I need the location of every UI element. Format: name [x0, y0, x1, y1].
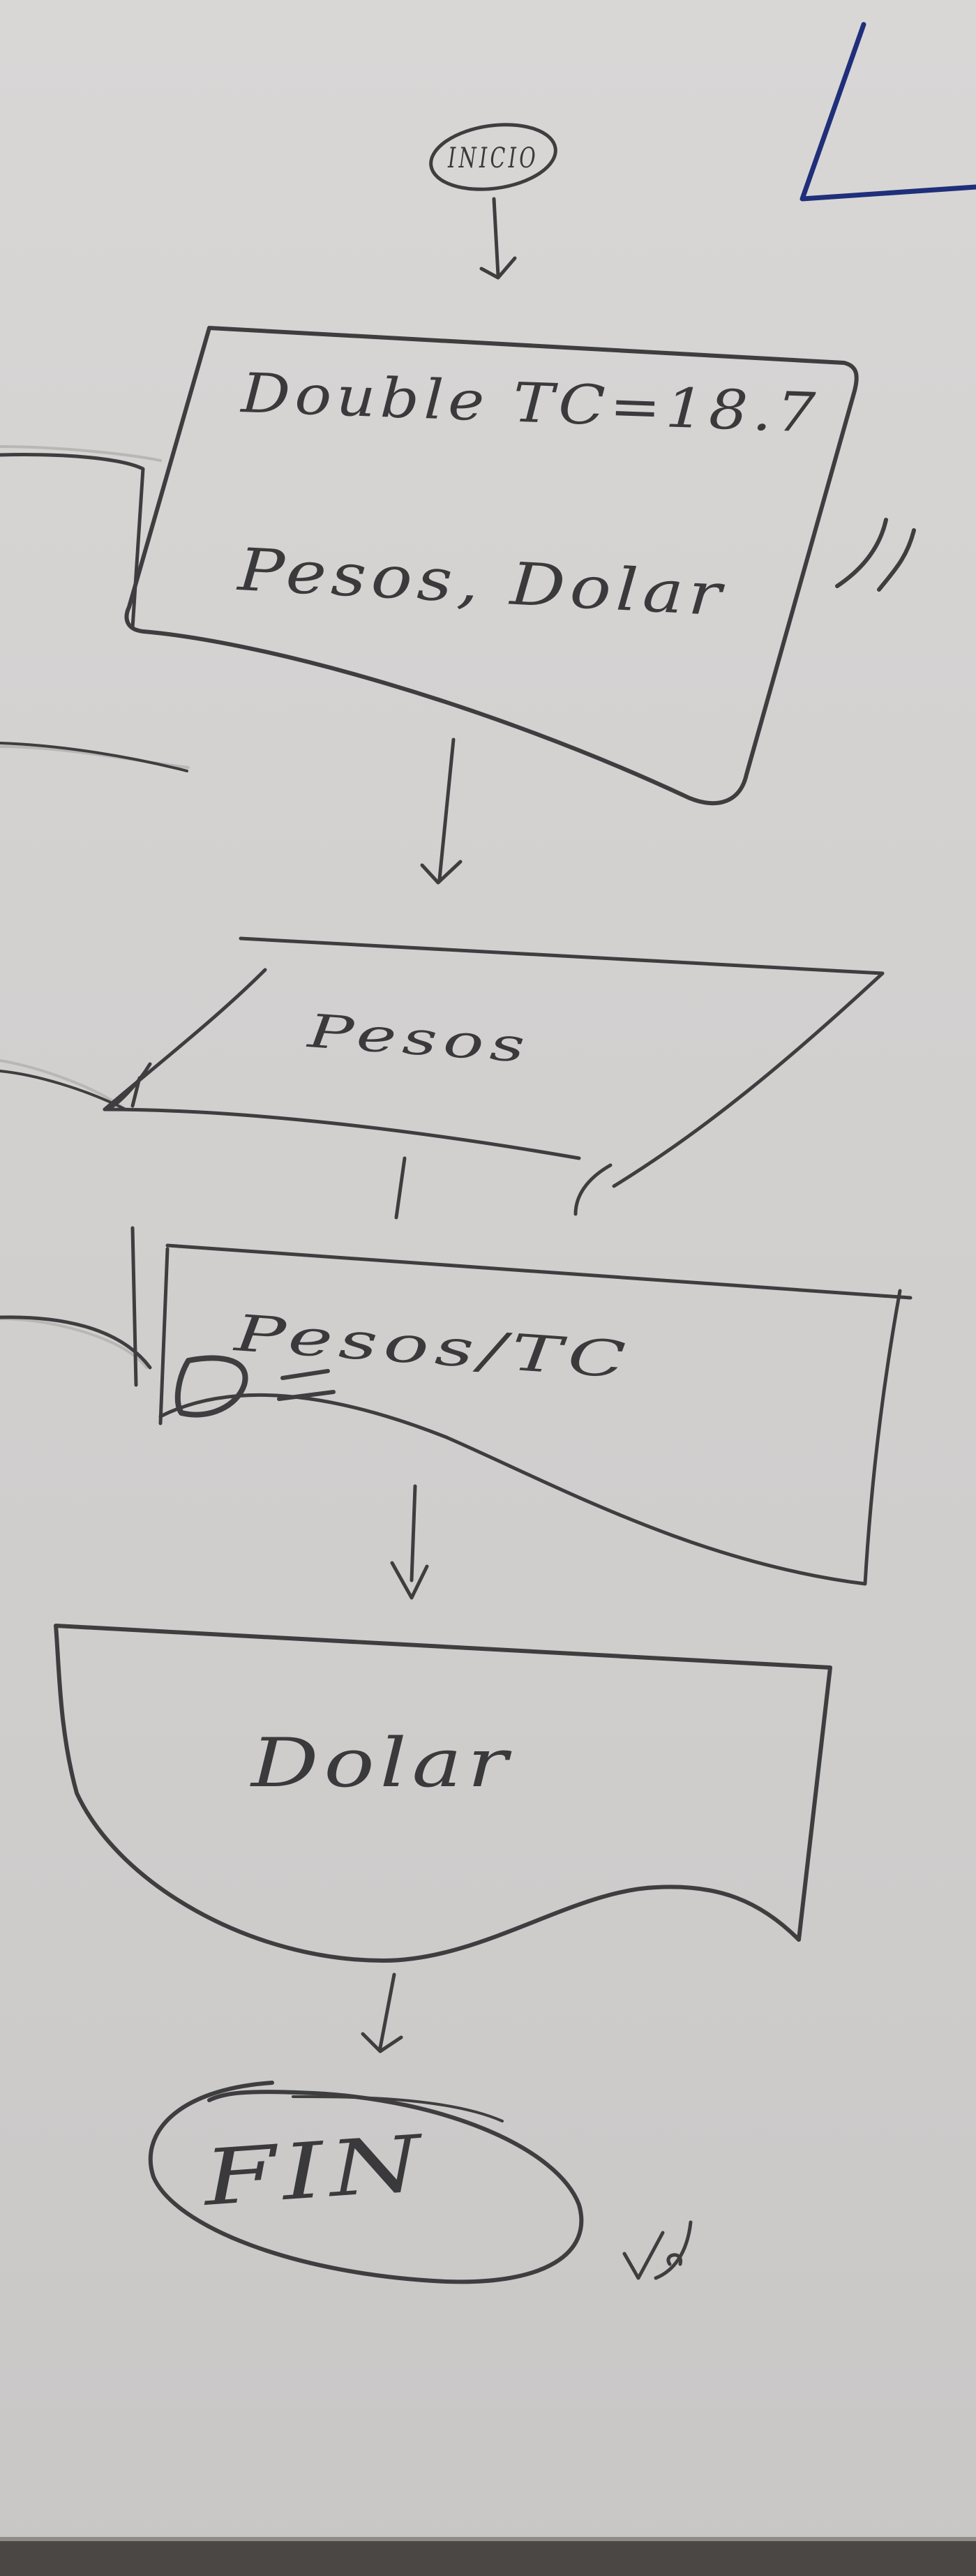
declaration-box: Double TC=18.7 Pesos, Dolar — [124, 326, 859, 806]
side-mark — [835, 518, 916, 592]
start-terminal: INICIO — [429, 123, 557, 191]
declaration-line-2: Pesos, Dolar — [235, 535, 728, 629]
end-terminal: FIN — [148, 2081, 584, 2284]
blue-corner-mark — [799, 22, 976, 202]
flow-arrow-3 — [394, 1156, 407, 1220]
flow-arrow-5 — [361, 1972, 403, 2053]
flow-arrow-4 — [390, 1484, 429, 1600]
check-mark — [622, 2220, 693, 2280]
flow-arrow-1 — [479, 197, 517, 280]
output-box: Dolar — [54, 1624, 832, 1963]
paper-bleed-lines — [0, 445, 190, 1369]
start-label: INICIO — [447, 142, 539, 174]
process-box: Pesos/TC D= — [130, 1226, 913, 1586]
input-box: Pesos — [103, 936, 885, 1216]
output-label: Dolar — [249, 1724, 513, 1802]
input-label: Pesos — [305, 1004, 532, 1073]
declaration-line-1: Double TC=18.7 — [239, 362, 821, 445]
flow-arrow-2 — [420, 737, 463, 885]
bottom-edge — [0, 2537, 976, 2576]
end-label: FIN — [199, 2118, 430, 2223]
left-edge-strokes — [0, 453, 188, 1370]
